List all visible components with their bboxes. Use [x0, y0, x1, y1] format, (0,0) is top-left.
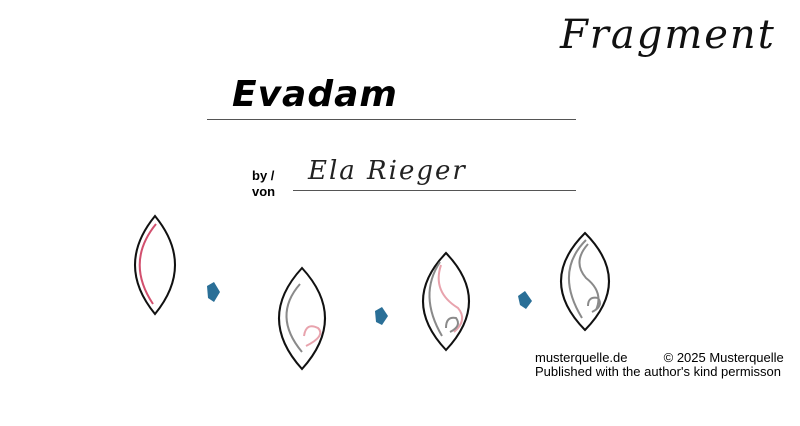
- by-label-line2: von: [252, 184, 276, 199]
- step-3-gray-curl: [445, 316, 459, 333]
- step-2-pink-curl: [303, 325, 322, 347]
- step-4-outline: [560, 231, 610, 332]
- step-4-tile: [560, 231, 610, 332]
- credit-copyright: © 2025 Musterquelle: [663, 350, 784, 365]
- step-2-gray-line: [285, 283, 303, 353]
- step-4-gray-curl: [587, 296, 601, 313]
- step-3-outline: [422, 251, 470, 352]
- step-1-outline: [134, 214, 176, 316]
- step-4-gray-line-outer: [568, 239, 587, 319]
- credit-site: musterquelle.de: [535, 350, 628, 365]
- step-2-outline: [278, 266, 326, 371]
- by-label: by / von: [252, 168, 275, 200]
- by-label-line1: by /: [252, 168, 275, 183]
- arrow-1-icon: [207, 282, 220, 302]
- arrow-2-icon: [375, 307, 388, 325]
- step-1-pink-line: [138, 223, 157, 305]
- credit-block: musterquelle.de © 2025 Musterquelle Publ…: [535, 351, 784, 379]
- step-1-tile: [134, 214, 176, 316]
- credit-row-1: musterquelle.de © 2025 Musterquelle: [535, 351, 784, 365]
- step-3-pink-line: [437, 264, 464, 333]
- credit-permission: Published with the author's kind permiss…: [535, 364, 782, 379]
- author-underline: [293, 190, 576, 191]
- title-underline: [207, 119, 576, 120]
- fragment-label: Fragment: [560, 12, 776, 58]
- arrow-3-icon: [518, 291, 532, 309]
- pattern-title: Evadam: [232, 74, 398, 115]
- step-3-tile: [422, 251, 470, 352]
- step-3-gray-line: [428, 261, 443, 337]
- step-2-tile: [278, 266, 326, 371]
- author-name: Ela Rieger: [308, 156, 467, 186]
